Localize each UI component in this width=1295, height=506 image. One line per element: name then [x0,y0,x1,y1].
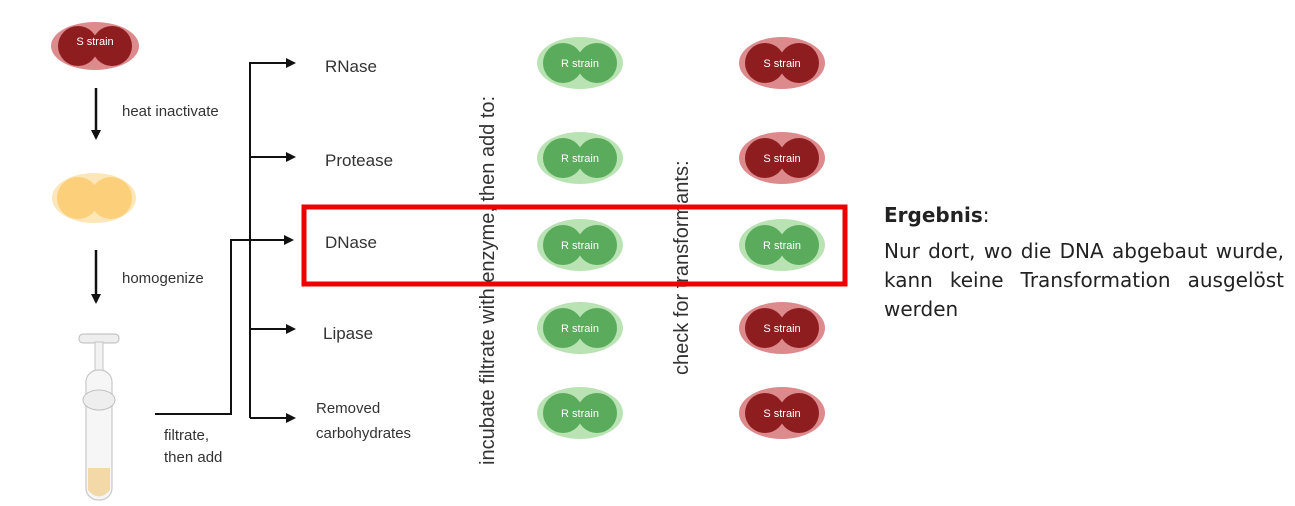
result-cell-row-4: S strain [739,302,825,354]
result-heading-colon: : [982,203,990,227]
filtrate-label-line2: then add [164,449,222,466]
recipient-cell-row-4: R strain [537,302,623,354]
result-cell-row-2-label: S strain [763,153,800,165]
recipient-cells-column: R strain R strain R strain R strain R strain [537,37,623,439]
result-cell-row-3-label: R strain [763,240,801,252]
heat-inactivated-cell [52,173,136,223]
result-panel: Ergebnis: Nur dort, wo die DNA abgebaut … [884,203,1284,324]
result-cell-row-4-label: S strain [763,323,800,335]
result-text: Nur dort, wo die DNA abgebaut wurde, kan… [884,239,1284,321]
result-cell-row-1: S strain [739,37,825,89]
filtrate-label-line1: filtrate, [164,427,209,444]
incubate-vertical-label: incubate filtrate with enzyme, then add … [477,96,499,465]
recipient-cell-row-5-label: R strain [561,408,599,420]
recipient-cell-row-1: R strain [537,37,623,89]
result-cell-row-2: S strain [739,132,825,184]
result-cell-row-1-label: S strain [763,58,800,70]
enzyme-label-rnase: RNase [325,57,377,76]
heat-inactivate-label: heat inactivate [122,103,219,120]
source-s-strain-cell: S strain [51,22,139,70]
recipient-cell-row-3: R strain [537,219,623,271]
source-cell-label: S strain [76,36,113,48]
enzyme-label-removed: Removed [316,400,380,417]
recipient-cell-row-3-label: R strain [561,240,599,252]
homogenizer-tube-icon [78,333,120,501]
enzyme-label-dnase: DNase [325,233,377,252]
result-cell-row-5: S strain [739,387,825,439]
recipient-cell-row-2-label: R strain [561,153,599,165]
enzyme-label-lipase: Lipase [323,324,373,343]
filtrate-connector [155,235,294,415]
recipient-cell-row-2: R strain [537,132,623,184]
homogenize-label: homogenize [122,270,204,287]
check-vertical-label: check for transformants: [671,160,693,375]
enzyme-label-carbohydrates: carbohydrates [316,425,411,442]
result-heading: Ergebnis: [884,203,1284,227]
dnase-highlight-box [301,204,848,287]
recipient-cell-row-1-label: R strain [561,58,599,70]
recipient-cell-row-5: R strain [537,387,623,439]
recipient-cell-row-4-label: R strain [561,323,599,335]
result-heading-word: Ergebnis [884,203,983,227]
enzyme-label-protease: Protease [325,151,393,170]
result-cells-column: S strain S strain R strain S strain S strain [739,37,825,439]
result-cell-row-3: R strain [739,219,825,271]
result-cell-row-5-label: S strain [763,408,800,420]
